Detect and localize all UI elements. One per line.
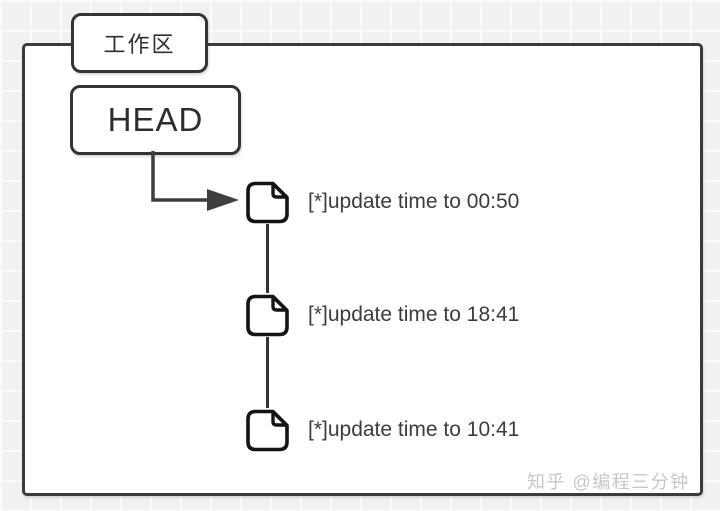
commit-message: [*]update time to 10:41 [308, 418, 520, 441]
commit-connector-line [266, 337, 269, 408]
workspace-label-box: 工作区 [71, 13, 208, 73]
commit-row: [*]update time to 10:41 [244, 407, 519, 453]
commit-row: [*]update time to 00:50 [244, 179, 519, 225]
head-box: HEAD [70, 85, 241, 155]
commit-message: [*]update time to 18:41 [308, 303, 520, 326]
commit-message: [*]update time to 00:50 [308, 190, 520, 213]
head-arrow-icon [151, 151, 239, 211]
head-label: HEAD [107, 101, 204, 138]
commit-connector-line [266, 224, 269, 293]
commit-file-icon [246, 181, 289, 223]
watermark: 知乎 @编程三分钟 [527, 472, 690, 492]
commit-row: [*]update time to 18:41 [244, 292, 519, 338]
workspace-label: 工作区 [103, 32, 176, 57]
commit-file-icon [246, 294, 289, 336]
commit-file-icon [246, 409, 289, 451]
